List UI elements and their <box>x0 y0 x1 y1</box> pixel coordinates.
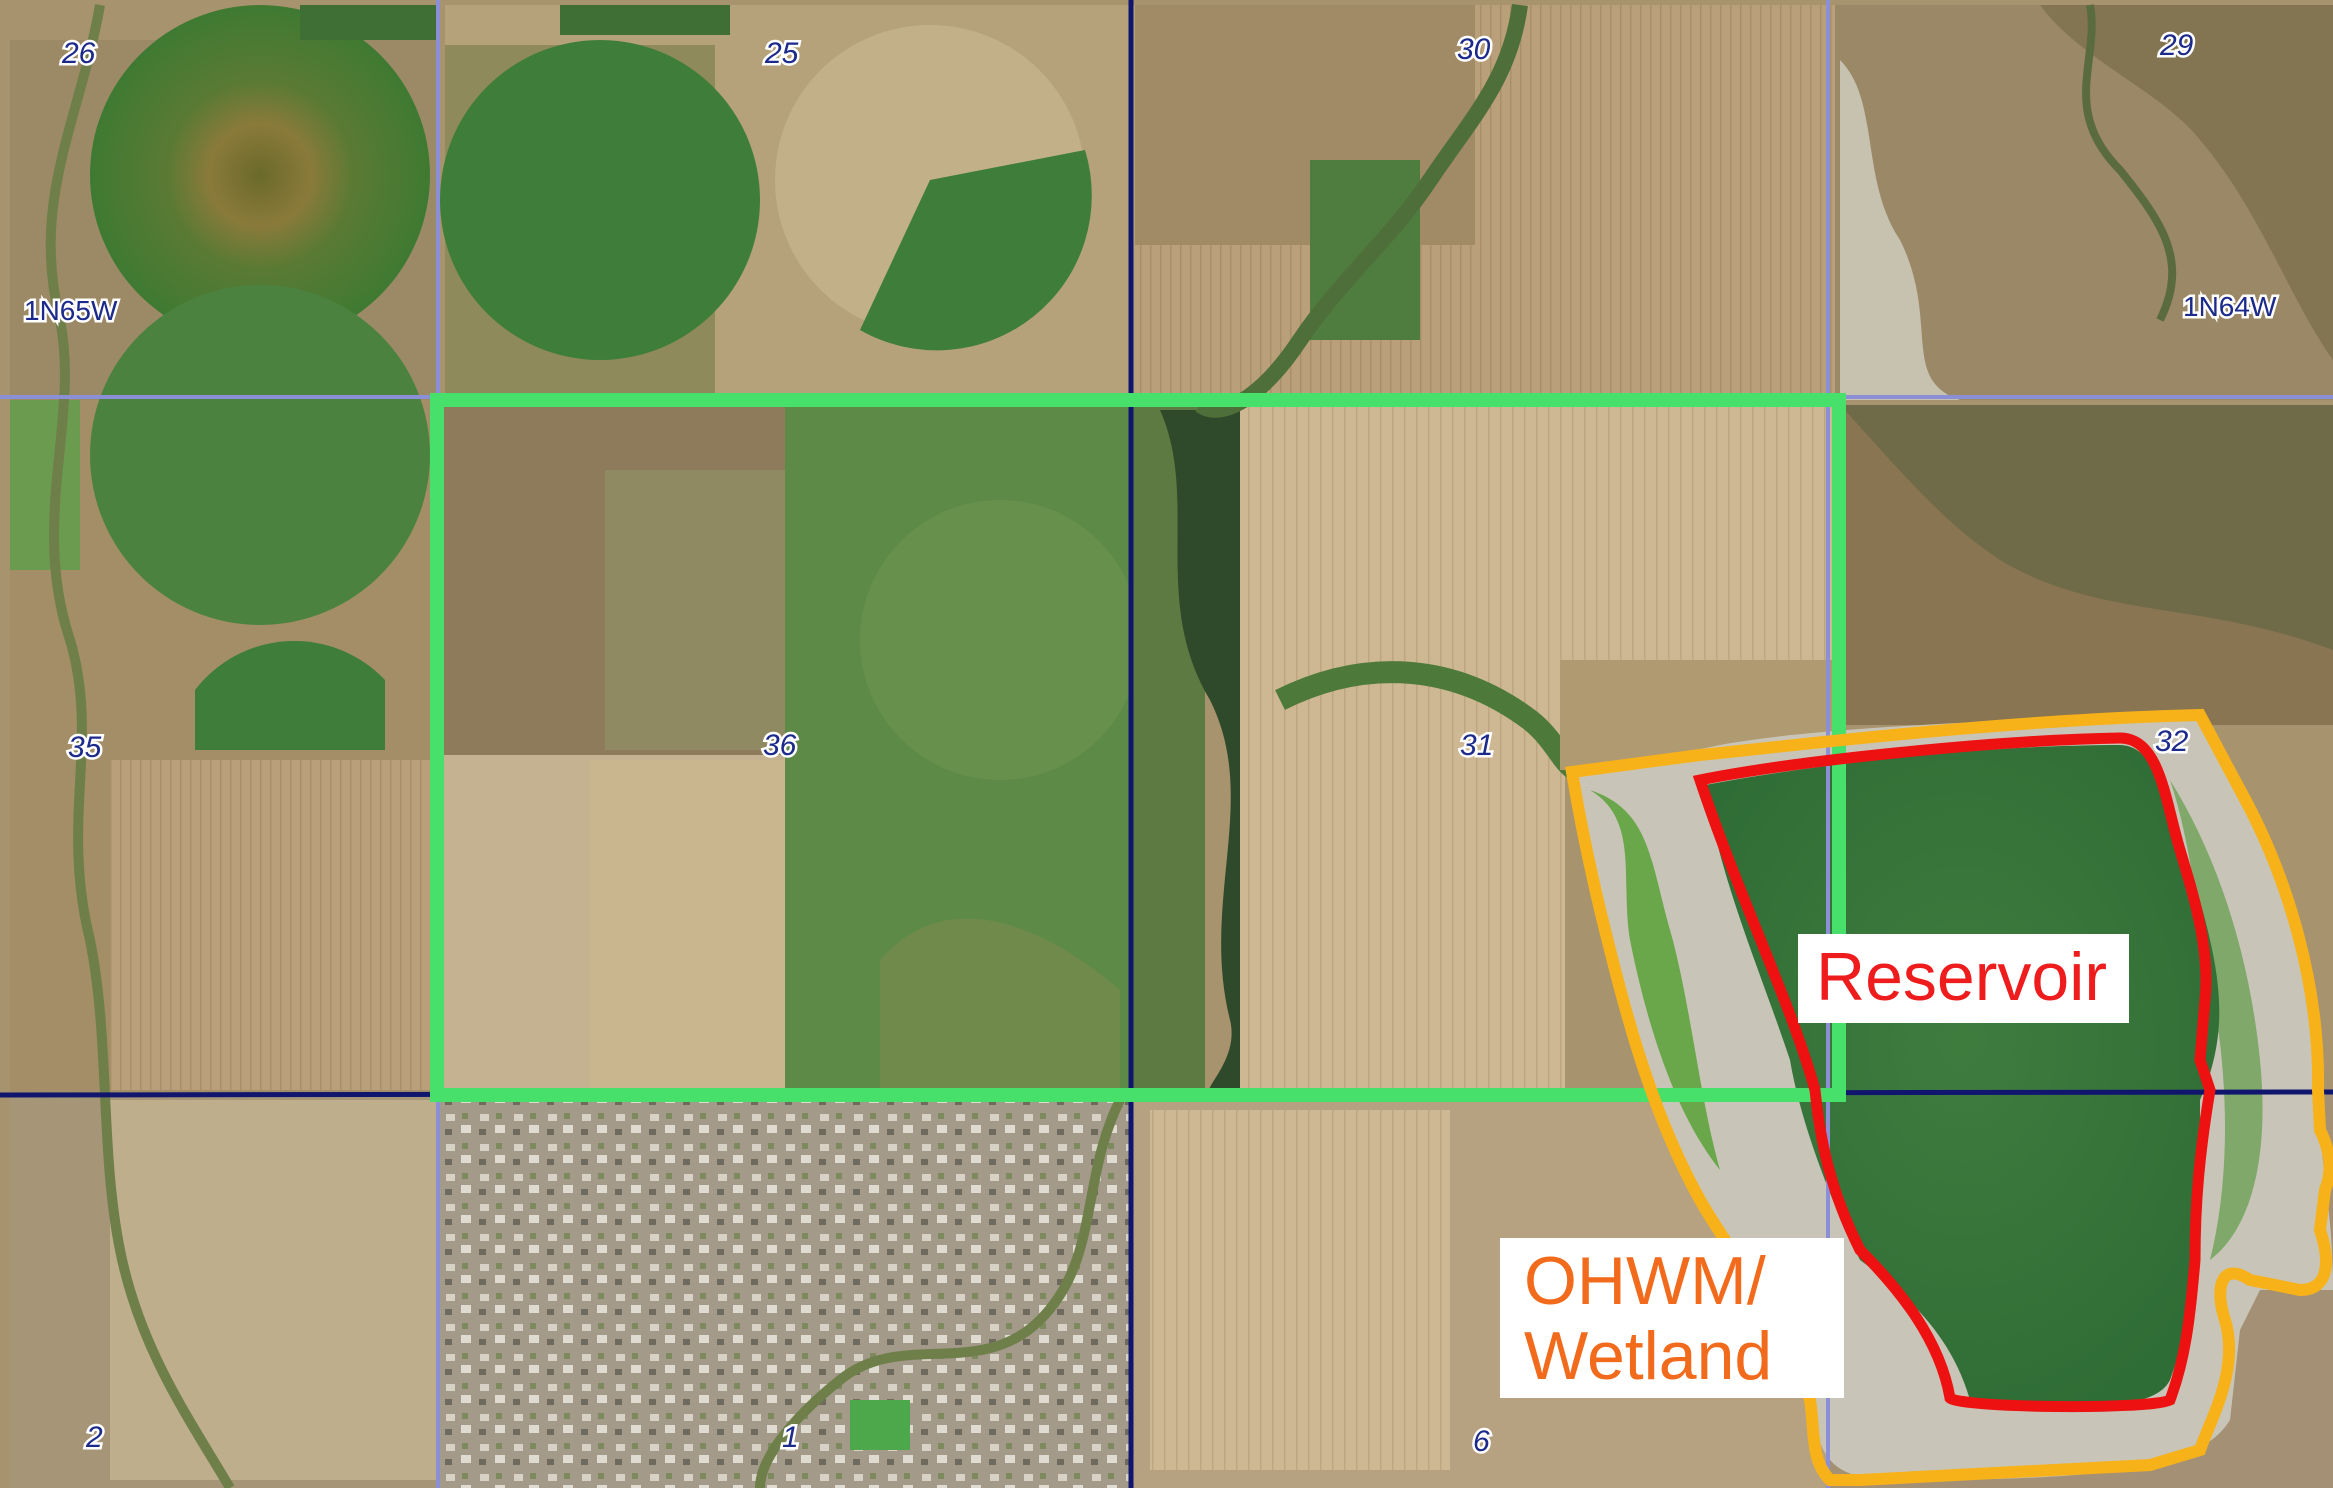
section-number: 31 <box>1460 729 1493 762</box>
section-number: 25 <box>764 37 799 70</box>
township-label-west: 1N65W <box>24 295 118 326</box>
section-number: 6 <box>1473 1425 1490 1458</box>
study-area-outline <box>430 393 1846 1102</box>
section-number: 1 <box>782 1421 799 1454</box>
ohwm-wetland-outline <box>1565 708 2333 1486</box>
pivot-field <box>90 5 430 345</box>
section-number: 29 <box>2159 29 2194 62</box>
section-number: 26 <box>61 37 96 70</box>
ohwm-wetland-callout: OHWM/ Wetland <box>1500 1238 1844 1398</box>
ohwm-callout-line2: Wetland <box>1524 1317 1773 1394</box>
section-number: 30 <box>1457 33 1491 66</box>
township-label-east: 1N64W <box>2183 291 2277 322</box>
subdivision <box>440 1095 1130 1488</box>
section-number: 36 <box>763 729 797 762</box>
reservoir-outline <box>1692 732 2216 1413</box>
ditch <box>1275 661 1582 780</box>
reservoir-callout: Reservoir <box>1798 934 2129 1023</box>
section-number: 2 <box>85 1421 103 1454</box>
section-number: 35 <box>68 731 102 764</box>
ohwm-callout-line1: OHWM/ <box>1524 1243 1766 1319</box>
section-number: 32 <box>2155 725 2189 758</box>
pivot-field <box>440 40 760 360</box>
